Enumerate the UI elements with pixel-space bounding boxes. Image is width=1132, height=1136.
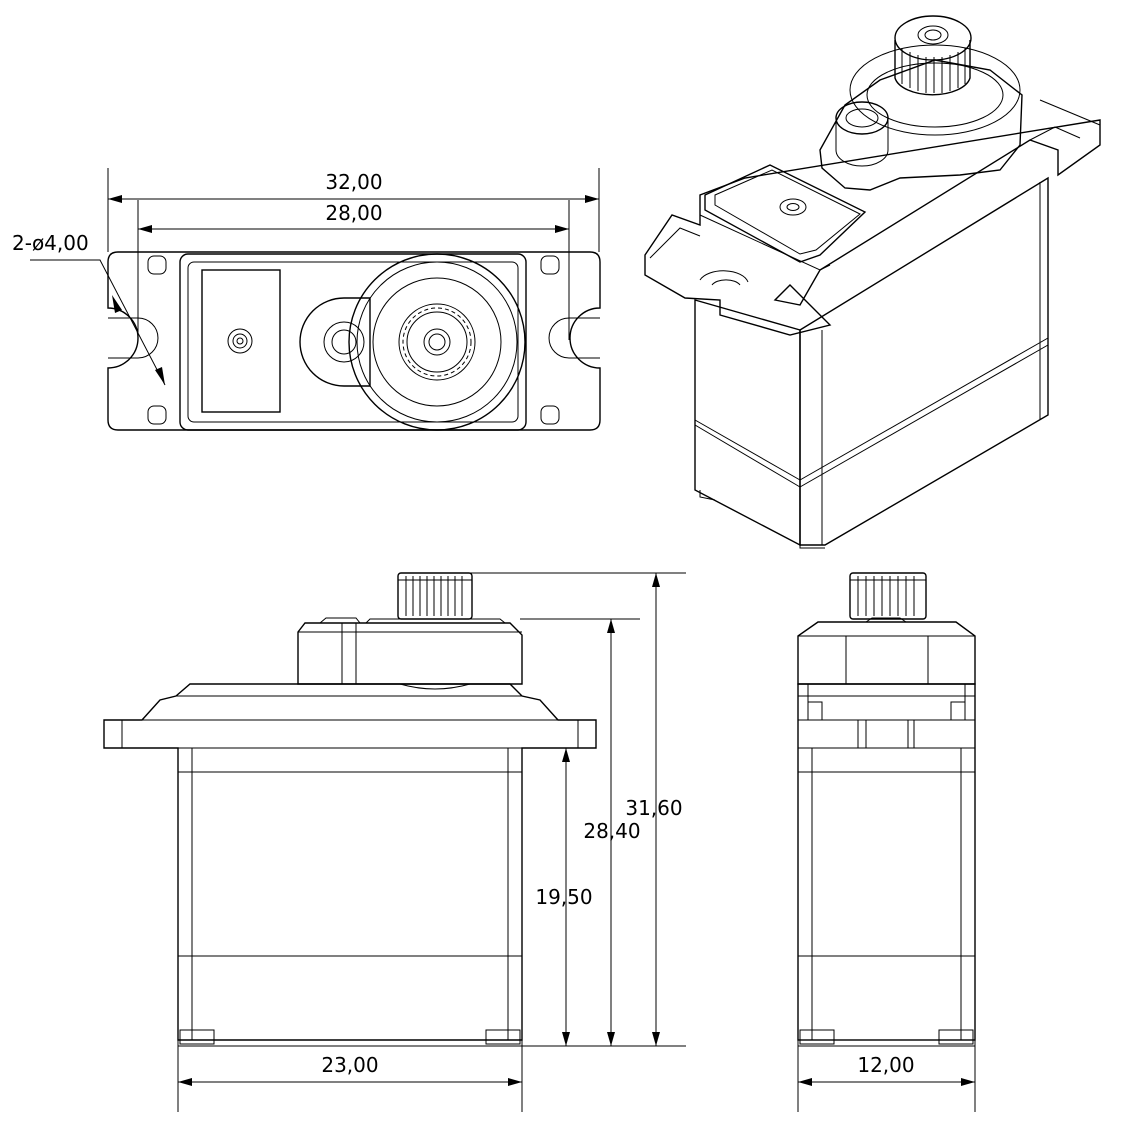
front-view: 23,00 19,50 28,40 31,60 — [103, 572, 686, 1112]
dim-top-hole-spacing: 28,00 — [325, 201, 382, 225]
dim-top-overall-width: 32,00 — [325, 170, 382, 194]
dim-side-case-depth: 12,00 — [857, 1053, 914, 1077]
dim-height-overall: 31,60 — [625, 796, 682, 820]
isometric-view — [644, 15, 1101, 549]
dim-height-to-top-case: 28,40 — [583, 819, 640, 843]
dim-hole-diameter: 2-ø4,00 — [12, 231, 89, 255]
top-view: 32,00 28,00 2-ø4,00 — [12, 168, 601, 431]
dim-front-case-width: 23,00 — [321, 1053, 378, 1077]
dim-height-to-flange: 19,50 — [535, 885, 592, 909]
side-view: 12,00 — [797, 572, 976, 1112]
